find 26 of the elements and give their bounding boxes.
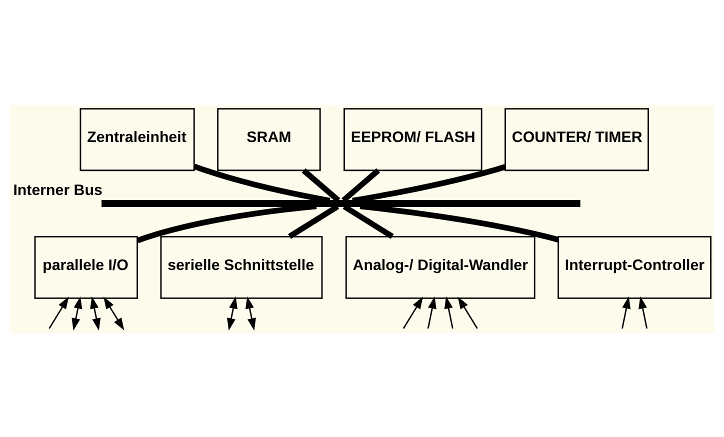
connector — [302, 168, 340, 202]
node-box: COUNTER/ TIMER — [504, 108, 649, 171]
arrow — [427, 296, 436, 328]
node-bar — [102, 199, 580, 207]
node-box: Zentraleinheit — [80, 108, 195, 171]
connector — [352, 164, 506, 203]
arrow — [402, 296, 424, 328]
arrow — [72, 296, 82, 330]
arrow — [638, 296, 648, 328]
arrow — [622, 296, 631, 328]
arrow — [458, 296, 478, 328]
node-box: serielle Schnittstelle — [160, 235, 323, 298]
arrow — [245, 296, 256, 330]
node-box: Analog-/ Digital-Wandler — [345, 235, 536, 298]
connector — [342, 168, 380, 202]
arrow — [226, 296, 238, 330]
arrow — [444, 296, 454, 328]
arrow — [48, 296, 69, 328]
node-box: Interrupt-Controller — [558, 235, 712, 298]
arrow — [90, 296, 101, 330]
connector — [193, 163, 330, 203]
node-box: EEPROM/ FLASH — [344, 108, 482, 171]
node-box: parallele I/O — [34, 235, 138, 298]
node-label: Interner Bus — [13, 181, 102, 198]
arrow — [103, 296, 124, 330]
node-box: SRAM — [217, 108, 321, 171]
